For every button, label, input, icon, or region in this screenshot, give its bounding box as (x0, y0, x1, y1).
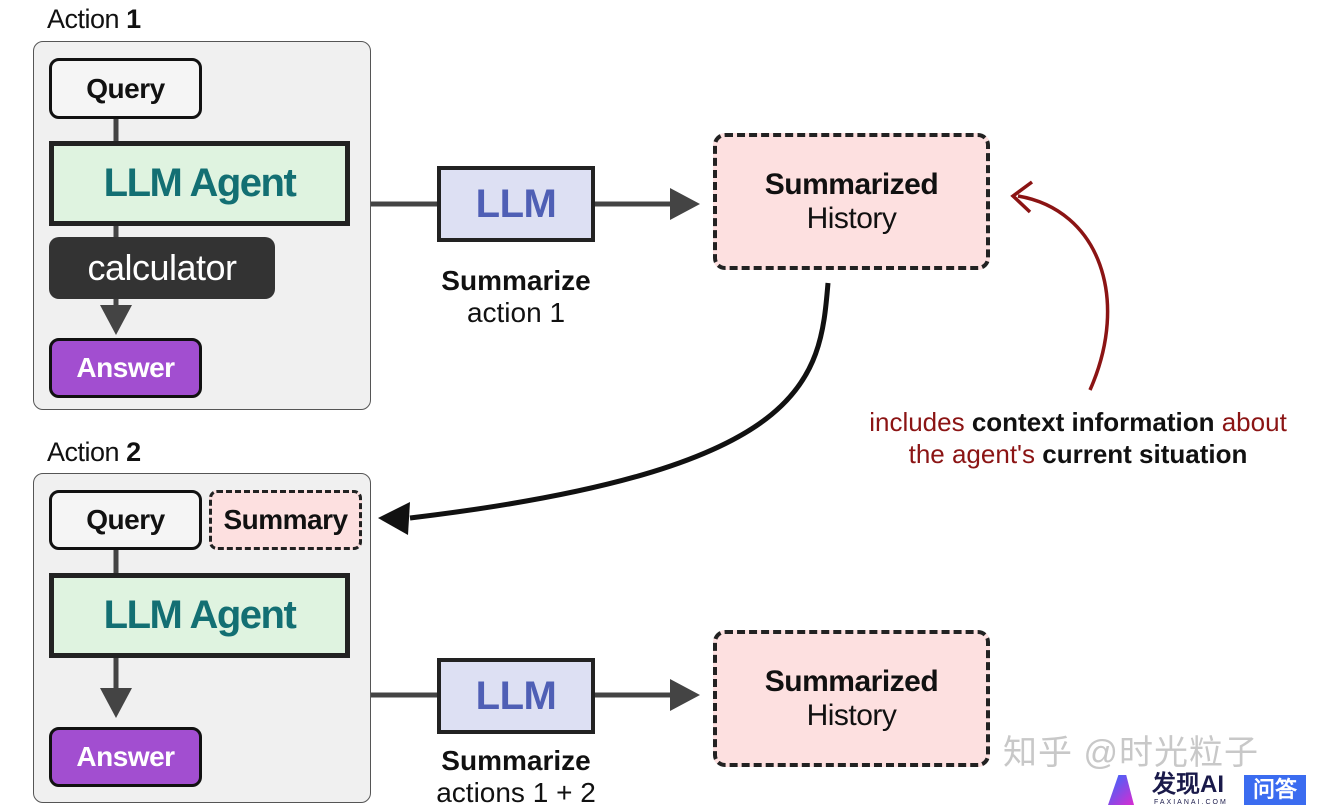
answer-box-1: Answer (49, 338, 202, 398)
arrowhead-down-2 (100, 688, 132, 718)
faxianai-url: FAXIANAI.COM (1154, 799, 1228, 806)
arrowhead-down-1 (100, 305, 132, 335)
llm-box-2: LLM (437, 658, 595, 734)
qa-badge: 问答 (1244, 775, 1306, 805)
annotation-arrowhead (1010, 180, 1034, 214)
summary-feedback-arrowhead (378, 502, 410, 535)
arrowhead-right-2 (670, 679, 700, 711)
arrowhead-right-1 (670, 188, 700, 220)
query-box-1: Query (49, 58, 202, 119)
answer-box-2: Answer (49, 727, 202, 787)
llm-box-1: LLM (437, 166, 595, 242)
annotation-text: includes context information about the a… (869, 407, 1287, 469)
summary-feedback-arrow (409, 282, 831, 521)
llm-agent-box-1: LLM Agent (49, 141, 350, 226)
llm-agent-box-2: LLM Agent (49, 573, 350, 658)
annotation-arrow (1017, 194, 1110, 391)
query-box-2: Query (49, 490, 202, 550)
faxianai-logo: 发现AI (1152, 771, 1224, 798)
summary-box: Summary (209, 490, 362, 550)
action-2-label: Action 2 (47, 437, 141, 467)
calculator-tool: calculator (49, 237, 275, 299)
watermark-text: 知乎 @时光粒子 (1003, 734, 1259, 772)
action-1-label: Action 1 (47, 4, 141, 34)
